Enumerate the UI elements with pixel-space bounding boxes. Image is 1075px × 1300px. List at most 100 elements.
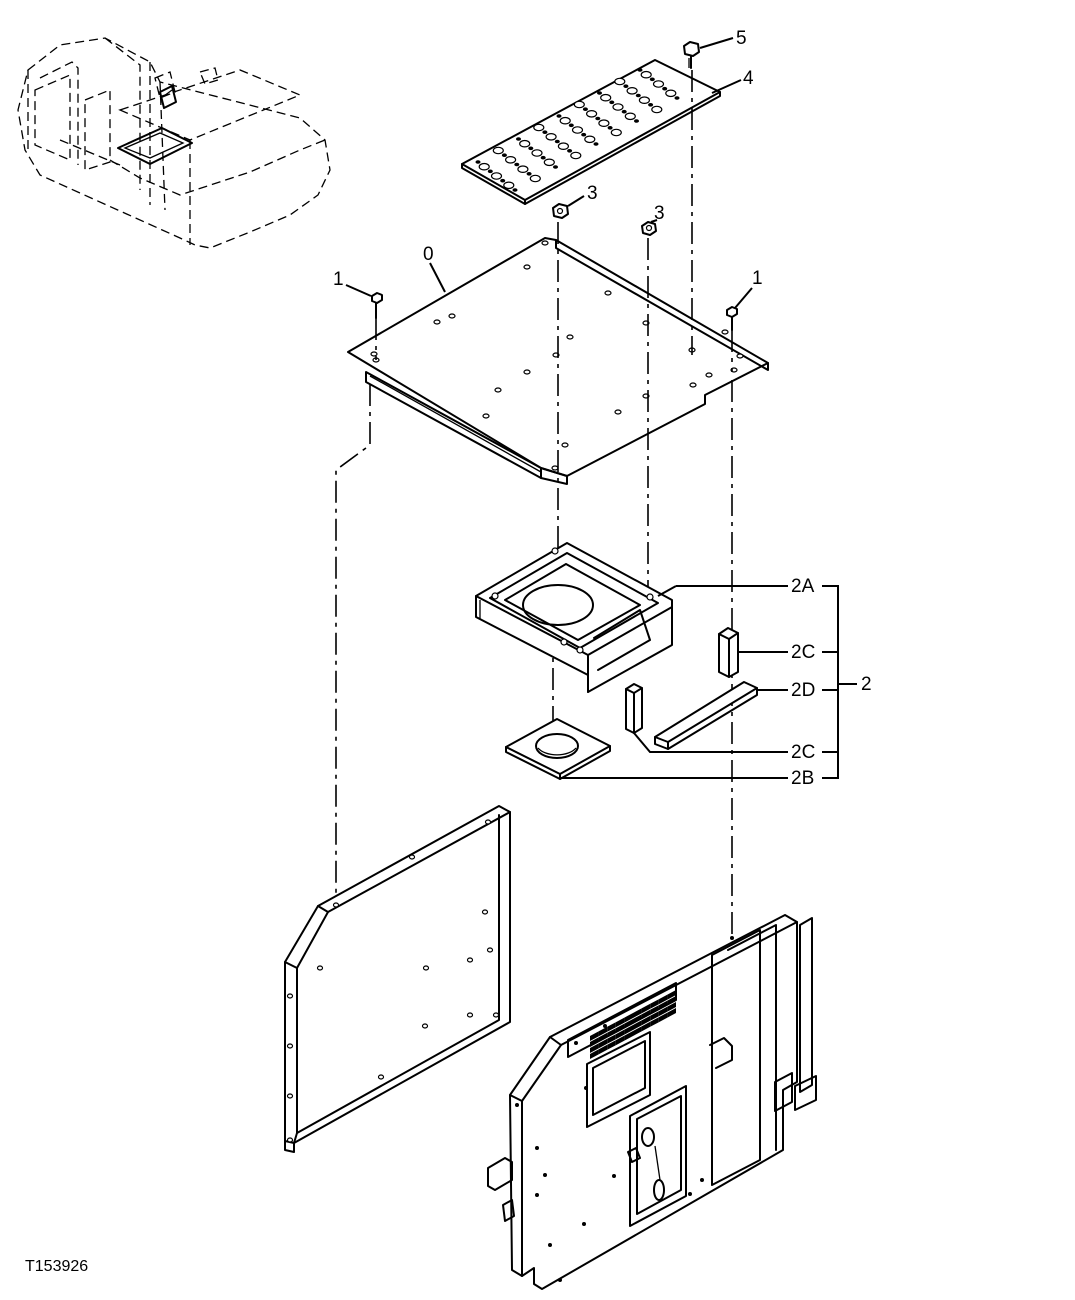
callout-4: 4 — [743, 68, 754, 89]
perforation-hole — [626, 87, 638, 95]
mounting-hole — [736, 353, 744, 359]
callout-2C-bottom: 2C — [791, 742, 815, 763]
nut-part-3-right — [641, 221, 657, 236]
perforation-hole — [557, 142, 570, 151]
grille-slot — [624, 1025, 633, 1035]
mounting-hole — [558, 1278, 562, 1282]
grille-slot — [615, 1035, 625, 1046]
callout-1-right: 1 — [752, 268, 763, 289]
mounting-hole — [535, 1146, 539, 1150]
grille-slot — [598, 1044, 608, 1055]
perforation-hole — [584, 135, 596, 144]
grille-slot — [650, 999, 659, 1009]
mounting-hole — [515, 1103, 519, 1107]
mounting-hole — [484, 819, 492, 825]
perforation-hole — [600, 93, 612, 102]
grille-slot — [624, 1019, 633, 1029]
mounting-hole — [523, 264, 531, 270]
mounting-hole — [422, 965, 430, 971]
mounting-hole — [721, 329, 729, 335]
perforation-hole — [635, 93, 641, 98]
perforation-hole — [593, 142, 599, 146]
perforation-hole — [648, 103, 654, 107]
perforation-hole — [640, 70, 652, 79]
mounting-hole — [551, 465, 559, 471]
grille-slot — [590, 1043, 599, 1053]
mounting-hole — [286, 1137, 294, 1143]
mounting-hole — [535, 1193, 539, 1197]
mounting-hole — [705, 372, 713, 378]
grille-slot — [615, 1017, 625, 1028]
perforation-hole — [637, 68, 643, 72]
mounting-hole — [612, 1174, 616, 1178]
grille-slot — [641, 1003, 651, 1014]
perforation-hole — [651, 105, 663, 114]
perforation-hole — [553, 165, 558, 169]
perforation-hole — [585, 110, 598, 118]
mounting-hole — [689, 382, 697, 388]
mounting-hole — [377, 1074, 385, 1080]
grille-slot — [633, 1014, 642, 1024]
mounting-hole — [448, 313, 456, 319]
grille-slot — [598, 1038, 608, 1049]
callout-2C-top: 2C — [791, 642, 815, 663]
perforation-hole — [674, 96, 680, 100]
perforation-hole — [554, 139, 560, 144]
grille-slot — [633, 1020, 642, 1030]
grille-slot — [607, 1022, 616, 1032]
grille-slot — [624, 1013, 633, 1023]
mounting-hole — [433, 319, 441, 325]
mounting-hole — [582, 1222, 586, 1226]
grille-slot — [624, 1031, 633, 1041]
figure-id: T153926 — [25, 1258, 88, 1275]
left-side-panel — [284, 805, 511, 1153]
perforation-hole — [542, 130, 548, 134]
perforation-hole — [475, 160, 481, 164]
perforation-hole — [614, 77, 626, 86]
grille-slot — [658, 1000, 668, 1011]
perforation-hole — [649, 77, 655, 82]
perforation-hole — [638, 96, 651, 105]
grille-slot — [658, 1012, 668, 1023]
callout-3-right: 3 — [654, 203, 665, 224]
perforation-hole — [519, 139, 531, 148]
perforation-hole — [624, 112, 636, 121]
grille-slot — [590, 1049, 599, 1059]
mounting-hole — [286, 993, 294, 999]
perforation-hole — [556, 114, 562, 118]
mounting-hole — [566, 334, 574, 340]
mounting-hole — [332, 902, 340, 908]
grille-slot — [667, 990, 676, 1000]
mounting-hole — [408, 854, 416, 860]
grille-slot — [658, 994, 668, 1005]
perforation-hole — [573, 100, 585, 109]
mounting-hole — [548, 1243, 552, 1247]
perforation-hole — [597, 91, 602, 95]
perforation-hole — [543, 158, 555, 167]
perforation-hole — [512, 188, 518, 192]
mounting-hole — [688, 1192, 692, 1196]
grille-slot — [641, 1015, 651, 1026]
perforation-hole — [607, 126, 613, 130]
grille-slot — [650, 1011, 659, 1021]
callout-2A: 2A — [791, 576, 815, 597]
perforation-hole — [501, 153, 507, 157]
perforation-hole — [517, 165, 529, 174]
mounting-hole — [421, 1023, 429, 1029]
cap-screw-part-1-left — [371, 292, 383, 319]
perforation-hole — [545, 133, 557, 141]
callout-1-left: 1 — [333, 269, 344, 290]
perforation-hole — [595, 116, 601, 121]
mounting-hole — [574, 1041, 578, 1045]
perforation-hole — [598, 119, 610, 128]
perforation-hole — [567, 149, 573, 153]
perforation-hole — [503, 181, 515, 190]
grille-slot — [590, 1037, 599, 1047]
callout-2B: 2B — [791, 768, 814, 789]
callout-5: 5 — [736, 28, 747, 49]
perforation-hole — [487, 169, 493, 174]
perforation-hole — [609, 100, 615, 105]
strip-part-2D — [654, 681, 758, 750]
mounting-hole — [492, 1012, 500, 1018]
mounting-hole — [614, 409, 622, 415]
